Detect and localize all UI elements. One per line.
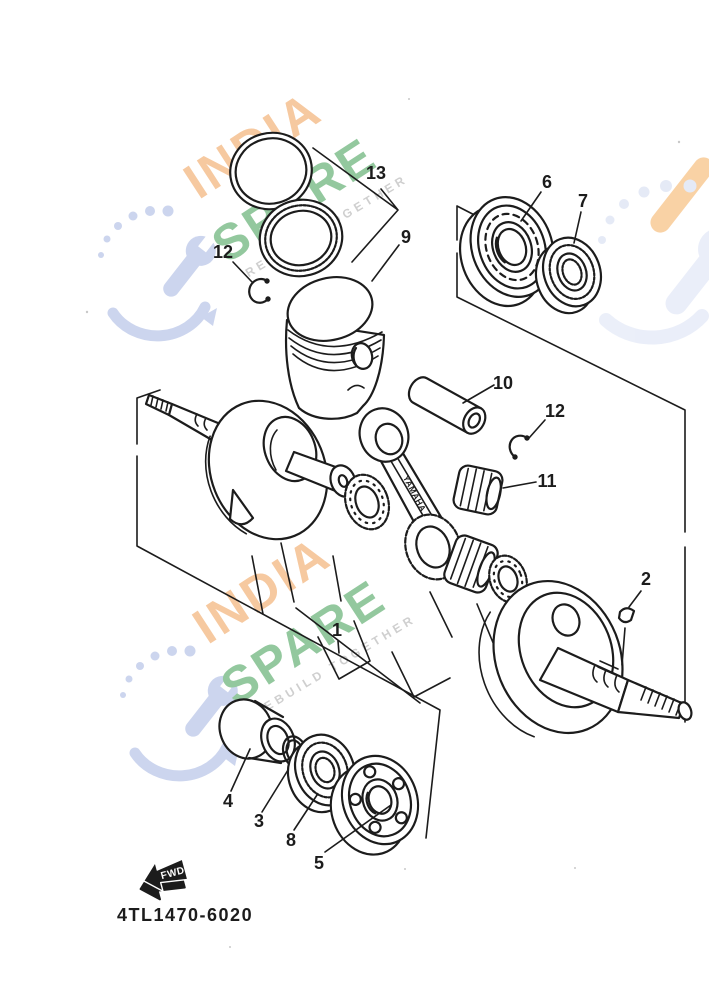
circlip-middle [508, 434, 530, 460]
callout-12-middle: 12 [545, 401, 565, 421]
ball-bearing-right [329, 754, 420, 856]
part-number: 4TL1470-6020 [117, 905, 253, 925]
paper-specks [85, 98, 681, 948]
fwd-arrow-icon: FWD [139, 858, 189, 901]
box-ring-bracket [312, 147, 399, 263]
woodruff-key [617, 607, 636, 624]
callout-13: 13 [366, 163, 386, 183]
ghost-lines [251, 542, 495, 704]
callout-7: 7 [578, 191, 588, 211]
callout-3: 3 [254, 811, 264, 831]
crankshaft-right [478, 579, 693, 738]
piston-ring-top [229, 131, 313, 211]
thrust-washer-left [343, 473, 391, 531]
piston-pin [407, 376, 487, 435]
callout-11: 11 [537, 471, 556, 491]
callout-12-upper: 12 [213, 242, 233, 262]
callout-6: 6 [542, 172, 552, 192]
box-left-assembly [136, 389, 441, 839]
callout-10: 10 [493, 373, 513, 393]
oil-seal-left [534, 236, 603, 315]
callout-4: 4 [223, 791, 233, 811]
circlip-upper [248, 277, 271, 304]
piston [284, 276, 386, 420]
callout-9: 9 [401, 227, 411, 247]
callout-8: 8 [286, 830, 296, 850]
ball-bearing-left [458, 196, 555, 308]
small-end-bearing [452, 464, 504, 516]
callout-2: 2 [641, 569, 651, 589]
piston-ring-second [258, 198, 344, 278]
callout-5: 5 [314, 853, 324, 873]
leader-lines [230, 191, 642, 853]
callout-1: 1 [332, 620, 342, 640]
crankshaft-left [144, 393, 357, 541]
